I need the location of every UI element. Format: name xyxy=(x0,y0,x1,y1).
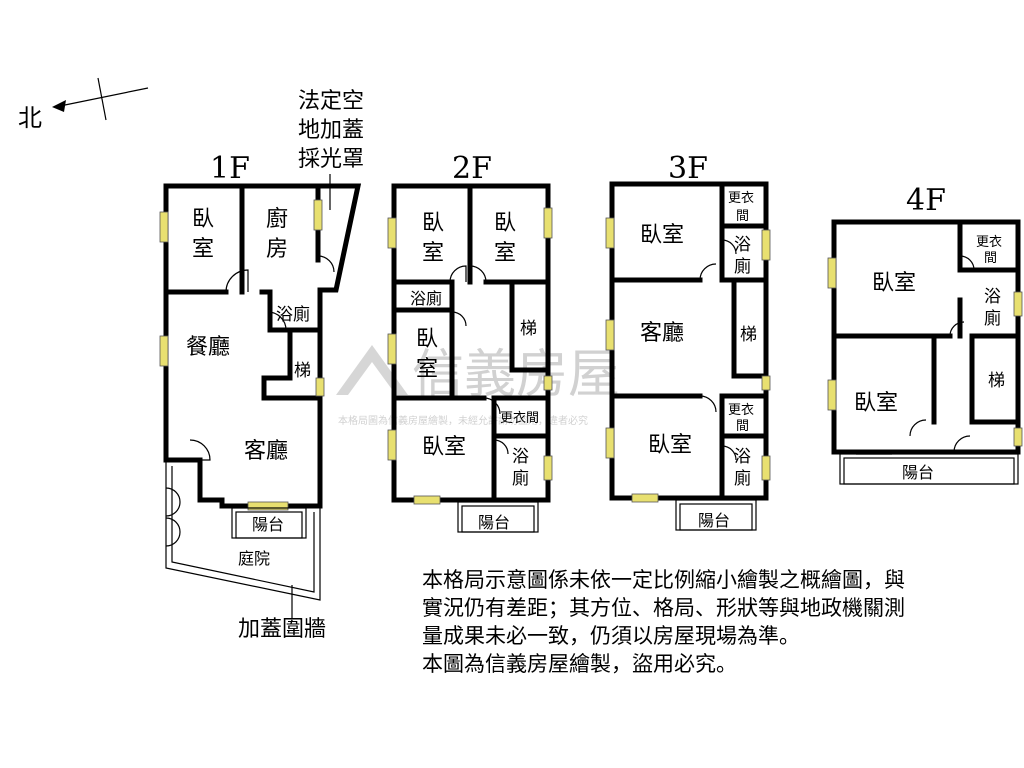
floor-2f: 2F 臥 室 臥 室 浴廁 臥 室 xyxy=(387,151,553,533)
room-1f-kitchen: 廚 xyxy=(266,207,288,232)
room-2f-bath-bottom: 浴 xyxy=(512,447,529,467)
room-1f-bath: 浴廁 xyxy=(276,304,310,325)
svg-text:廁: 廁 xyxy=(734,468,751,489)
north-label: 北 xyxy=(18,104,42,132)
room-3f-closet-top: 更衣 xyxy=(728,190,754,206)
north-arrow-icon xyxy=(52,100,66,112)
room-2f-stairs: 梯 xyxy=(520,319,537,339)
svg-text:間: 間 xyxy=(736,419,749,434)
floor-title-3f: 3F xyxy=(668,151,708,186)
room-2f-balcony: 陽台 xyxy=(478,513,510,532)
room-1f-stairs: 梯 xyxy=(294,361,311,381)
room-4f-bath: 浴 xyxy=(984,287,1001,307)
room-1f-bedroom: 臥 xyxy=(192,207,214,232)
svg-text:室: 室 xyxy=(416,357,438,382)
room-2f-bedroom-c: 臥 xyxy=(416,327,438,352)
floor-3f: 3F 臥室 更衣 間 浴 廁 客廳 梯 更衣 間 xyxy=(605,151,771,531)
floor-title-1f: 1F xyxy=(210,151,250,186)
svg-text:間: 間 xyxy=(736,209,749,224)
watermark: 信義房屋 本格局圖為信義房屋繪製，未經允許請勿盜用，違者必究 xyxy=(336,345,620,427)
svg-text:廁: 廁 xyxy=(512,468,529,489)
svg-text:廁: 廁 xyxy=(734,256,751,277)
watermark-brand: 信義房屋 xyxy=(412,345,620,405)
svg-text:地加蓋: 地加蓋 xyxy=(298,118,364,143)
room-3f-bedroom-bottom: 臥室 xyxy=(648,433,692,458)
svg-text:室: 室 xyxy=(192,237,214,262)
room-3f-balcony: 陽台 xyxy=(698,511,730,530)
room-4f-bedroom-top: 臥室 xyxy=(872,271,916,296)
room-3f-living: 客廳 xyxy=(640,321,684,346)
svg-text:採光罩: 採光罩 xyxy=(298,147,364,172)
svg-text:廁: 廁 xyxy=(984,308,1001,329)
floor-title-2f: 2F xyxy=(452,151,492,186)
room-2f-bath-top: 浴廁 xyxy=(410,289,442,308)
floor-title-4f: 4F xyxy=(906,183,946,218)
room-4f-closet: 更衣 xyxy=(976,234,1002,250)
room-1f-balcony: 陽台 xyxy=(252,515,284,534)
room-4f-stairs: 梯 xyxy=(988,371,1005,391)
floor-4f: 4F 臥室 更衣 間 浴 廁 臥室 梯 陽台 xyxy=(827,183,1023,485)
room-3f-bath-top: 浴 xyxy=(734,235,751,255)
svg-text:室: 室 xyxy=(494,241,516,266)
room-2f-bedroom-b: 臥 xyxy=(494,211,516,236)
north-compass: 北 xyxy=(18,77,149,132)
svg-text:間: 間 xyxy=(984,251,997,266)
room-3f-bedroom-top: 臥室 xyxy=(640,223,684,248)
legal-note: 法定空 地加蓋 採光罩 xyxy=(298,89,364,172)
room-1f-dining: 餐廳 xyxy=(186,335,230,360)
label-1f-fence: 加蓋圍牆 xyxy=(238,617,326,642)
room-3f-stairs: 梯 xyxy=(740,325,757,345)
room-2f-bedroom-a: 臥 xyxy=(422,211,444,236)
room-3f-bath-bottom: 浴 xyxy=(734,447,751,467)
watermark-house-icon xyxy=(336,345,408,395)
watermark-notice: 本格局圖為信義房屋繪製，未經允許請勿盜用，違者必究 xyxy=(338,414,588,427)
svg-text:房: 房 xyxy=(266,237,288,262)
room-4f-balcony: 陽台 xyxy=(902,463,934,482)
room-2f-closet: 更衣間 xyxy=(500,410,539,426)
room-1f-yard: 庭院 xyxy=(238,549,270,568)
room-1f-living: 客廳 xyxy=(244,439,288,464)
disclaimer-text: 本格局示意圖係未依一定比例縮小繪製之概繪圖，與 實況仍有差距；其方位、格局、形狀… xyxy=(422,568,905,676)
room-3f-closet-bottom: 更衣 xyxy=(728,402,754,418)
room-4f-bedroom-bottom: 臥室 xyxy=(854,391,898,416)
room-2f-bedroom-d: 臥室 xyxy=(422,435,466,460)
svg-text:室: 室 xyxy=(422,241,444,266)
svg-text:法定空: 法定空 xyxy=(298,89,364,114)
floor-1f: 1F 臥 室 廚 房 浴廁 餐廳 xyxy=(159,151,362,642)
